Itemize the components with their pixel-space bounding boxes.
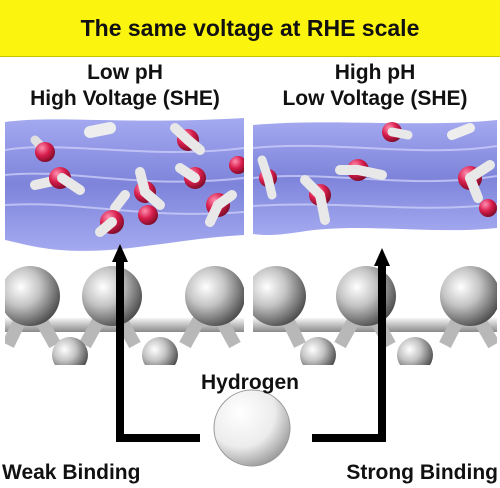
- banner-text: The same voltage at RHE scale: [80, 14, 420, 41]
- left-metal-atoms: [5, 266, 244, 326]
- right-panel: [253, 118, 497, 365]
- left-ph-label: Low pH: [87, 61, 163, 84]
- left-water-molecules: [30, 122, 244, 237]
- hydrogen-atom: [213, 389, 291, 467]
- weak-binding-arrow: [112, 244, 200, 442]
- right-panel-title: High pH Low Voltage (SHE): [255, 60, 495, 112]
- left-panel-title: Low pH High Voltage (SHE): [5, 60, 245, 112]
- strong-binding-label: Strong Binding: [346, 461, 498, 484]
- left-panel: [5, 118, 244, 365]
- strong-binding-arrow: [312, 248, 390, 442]
- hydrogen-label: Hydrogen: [200, 371, 299, 394]
- weak-binding-label: Weak Binding: [2, 461, 141, 484]
- panel-divider: [244, 118, 253, 365]
- title-banner: The same voltage at RHE scale: [0, 0, 500, 57]
- right-ph-label: High pH: [334, 61, 416, 84]
- right-water-molecules: [257, 122, 497, 225]
- right-voltage-label: Low Voltage (SHE): [282, 87, 468, 110]
- right-metal-atoms: [253, 266, 497, 326]
- left-voltage-label: High Voltage (SHE): [30, 87, 220, 110]
